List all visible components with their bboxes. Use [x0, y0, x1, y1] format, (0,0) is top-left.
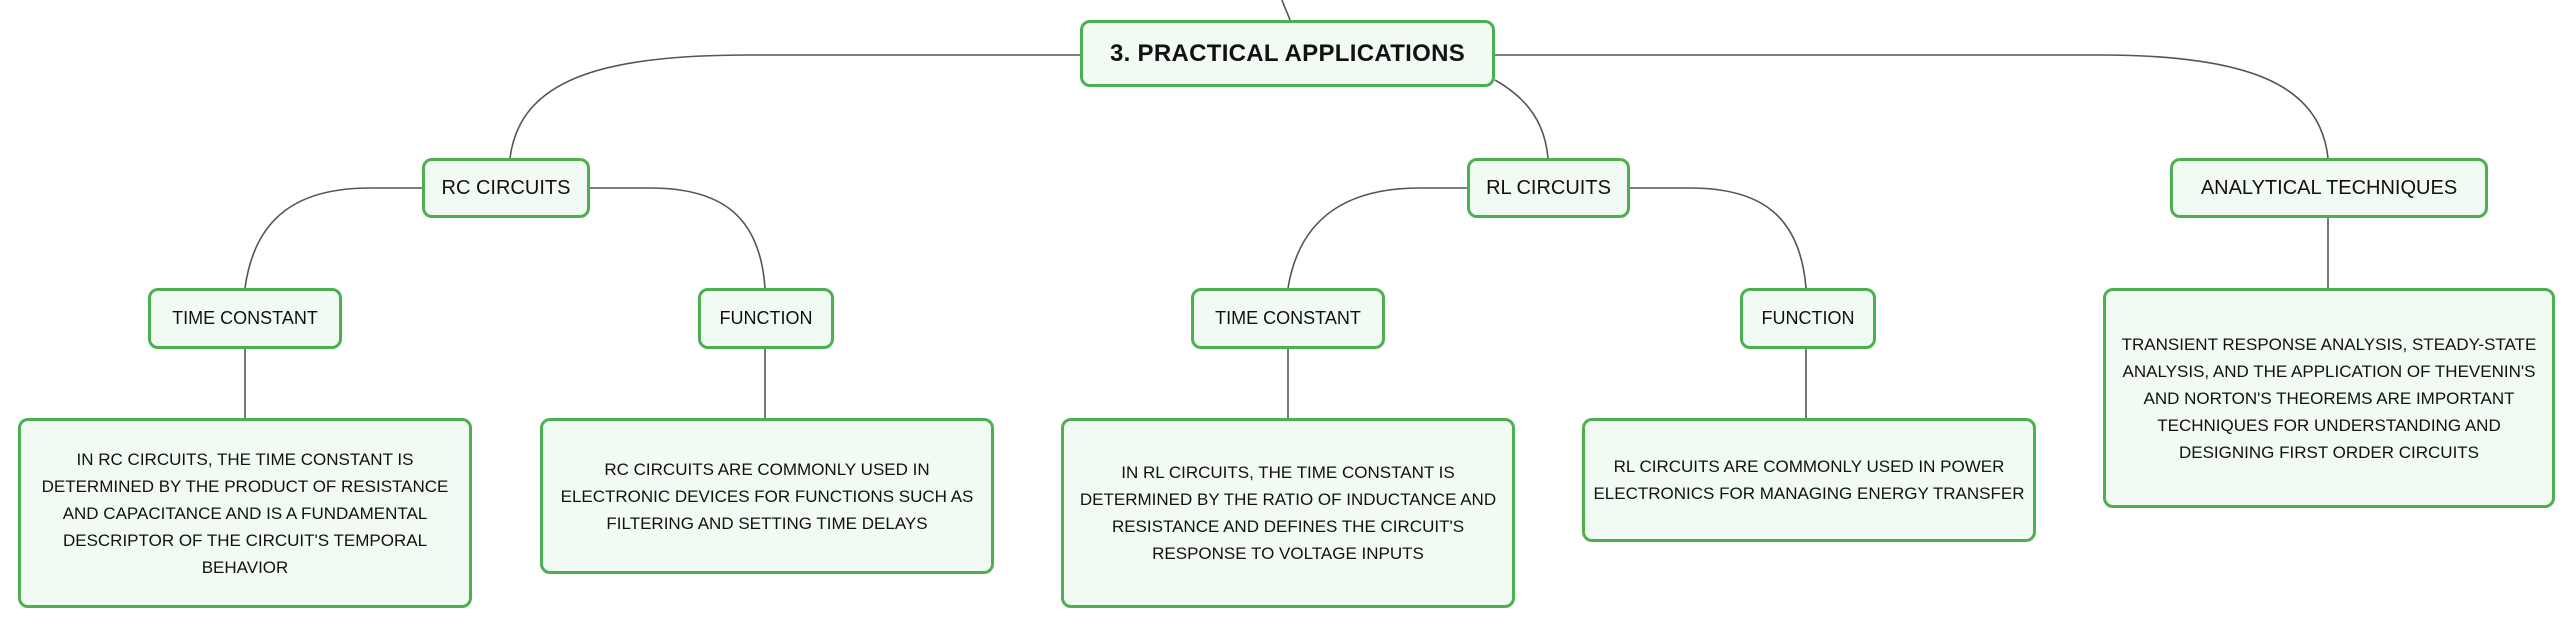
root-node[interactable]: 3. PRACTICAL APPLICATIONS — [1080, 20, 1495, 87]
root-node-label: 3. PRACTICAL APPLICATIONS — [1109, 39, 1466, 67]
node-rc-time-constant[interactable]: TIME CONSTANT — [148, 288, 342, 349]
node-rl-circuits-label: RL CIRCUITS — [1486, 176, 1611, 199]
node-rl-function-label: FUNCTION — [1761, 308, 1855, 328]
node-rl-circuits[interactable]: RL CIRCUITS — [1467, 158, 1630, 218]
node-rc-function[interactable]: FUNCTION — [698, 288, 834, 349]
connector-rc-timeconstant — [244, 187, 422, 289]
node-rc-function-detail[interactable]: RC CIRCUITS ARE COMMONLY USED IN ELECTRO… — [540, 418, 994, 574]
node-rc-circuits-label: RC CIRCUITS — [441, 176, 571, 199]
node-rc-time-constant-detail[interactable]: IN RC CIRCUITS, THE TIME CONSTANT IS DET… — [18, 418, 472, 608]
node-rl-time-constant[interactable]: TIME CONSTANT — [1191, 288, 1385, 349]
node-rc-circuits[interactable]: RC CIRCUITS — [422, 158, 590, 218]
connector-rc-function — [590, 187, 766, 289]
node-rc-function-detail-text: RC CIRCUITS ARE COMMONLY USED IN ELECTRO… — [560, 459, 974, 533]
node-analytical-techniques[interactable]: ANALYTICAL TECHNIQUES — [2170, 158, 2488, 218]
node-analytical-techniques-label: ANALYTICAL TECHNIQUES — [2200, 176, 2458, 199]
node-rl-time-constant-label: TIME CONSTANT — [1215, 308, 1361, 328]
node-rl-time-constant-detail-text: IN RL CIRCUITS, THE TIME CONSTANT IS DET… — [1079, 463, 1497, 563]
connector-rl-timeconstant — [1287, 187, 1467, 289]
node-rc-time-constant-detail-text: IN RC CIRCUITS, THE TIME CONSTANT IS DET… — [41, 449, 449, 577]
node-rc-function-label: FUNCTION — [719, 308, 813, 328]
connector-root-rc — [509, 54, 1080, 159]
node-analytical-detail-text: TRANSIENT RESPONSE ANALYSIS, STEADY-STAT… — [2121, 334, 2537, 462]
node-rc-time-constant-label: TIME CONSTANT — [172, 308, 318, 328]
connector-rl-function — [1630, 187, 1807, 289]
node-rl-function[interactable]: FUNCTION — [1740, 288, 1876, 349]
connector-root-rl — [1494, 79, 1549, 159]
node-rl-time-constant-detail[interactable]: IN RL CIRCUITS, THE TIME CONSTANT IS DET… — [1061, 418, 1515, 608]
connector-root-analytical — [1495, 54, 2329, 159]
connector-incoming — [1281, 0, 1291, 21]
node-rl-function-detail-text: RL CIRCUITS ARE COMMONLY USED IN POWER E… — [1593, 457, 2025, 503]
node-rl-function-detail[interactable]: RL CIRCUITS ARE COMMONLY USED IN POWER E… — [1582, 418, 2036, 542]
node-analytical-detail[interactable]: TRANSIENT RESPONSE ANALYSIS, STEADY-STAT… — [2103, 288, 2555, 508]
